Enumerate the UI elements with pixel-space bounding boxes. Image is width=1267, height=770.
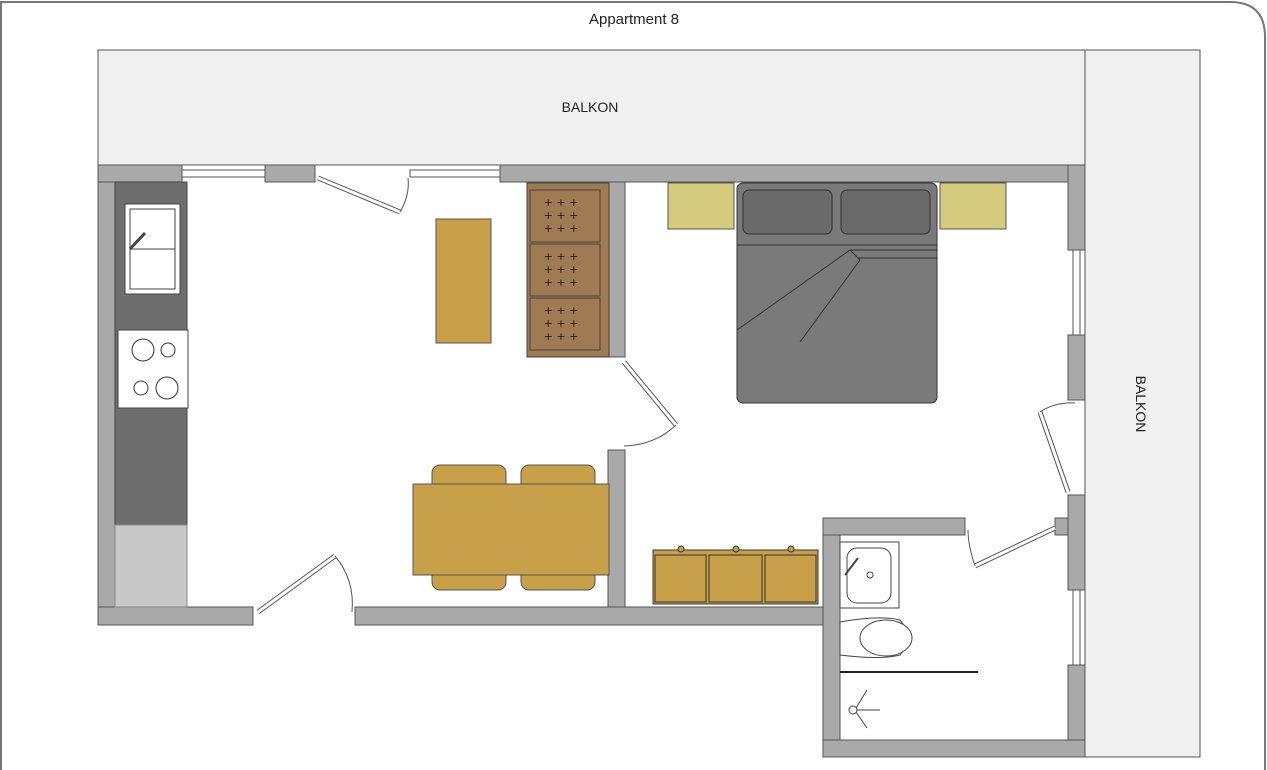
shower-head xyxy=(848,705,858,715)
svg-text:+ + +: + + + xyxy=(544,304,579,317)
bathroom-fixtures xyxy=(839,541,978,729)
balcony-top-label: BALKON xyxy=(562,99,619,115)
fridge xyxy=(114,524,188,608)
toilet-seat xyxy=(859,619,913,657)
svg-text:+ + +: + + + xyxy=(544,330,579,343)
dining-set xyxy=(412,464,610,591)
nightstand-right xyxy=(939,182,1007,230)
plan-title: Appartment 8 xyxy=(589,11,679,28)
nightstand-left xyxy=(667,182,735,230)
svg-text:+ + +: + + + xyxy=(544,209,579,222)
balcony-right-label: BALKON xyxy=(1133,376,1149,433)
bed xyxy=(736,182,938,404)
dresser xyxy=(652,545,819,605)
walls xyxy=(97,164,1086,758)
sofa: + + ++ + ++ + + + + ++ + ++ + + + + ++ +… xyxy=(526,182,610,358)
doors xyxy=(256,175,1076,615)
svg-text:+ + +: + + + xyxy=(544,250,579,263)
svg-text:+ + +: + + + xyxy=(544,263,579,276)
dining-table xyxy=(412,483,610,576)
stove xyxy=(117,329,189,409)
svg-text:+ + +: + + + xyxy=(544,317,579,330)
coffee-table xyxy=(435,218,492,344)
svg-text:+ + +: + + + xyxy=(544,276,579,289)
stove-burners xyxy=(131,338,179,400)
svg-text:+ + +: + + + xyxy=(544,196,579,209)
windows xyxy=(181,169,1081,666)
balcony-right xyxy=(1084,49,1201,758)
svg-text:+ + +: + + + xyxy=(544,222,579,235)
